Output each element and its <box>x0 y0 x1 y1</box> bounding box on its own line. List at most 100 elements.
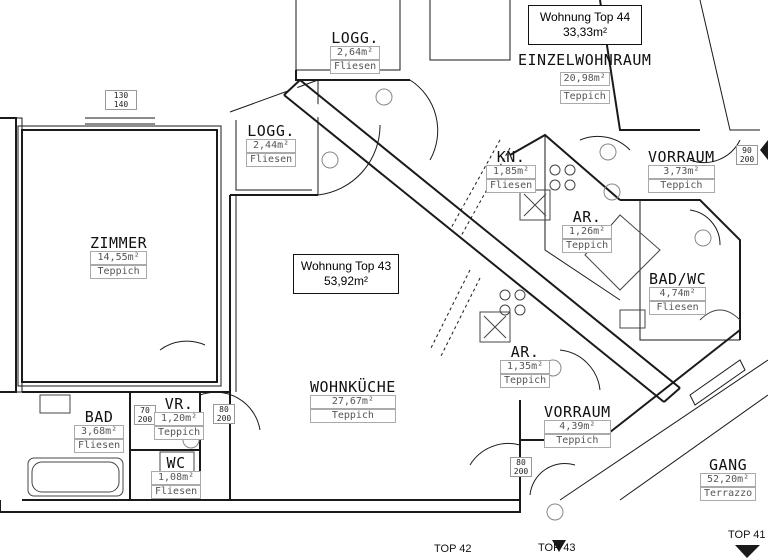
room-area: 1,26m² <box>562 225 613 239</box>
entry-arrow-top43 <box>552 540 566 552</box>
room-name: KN. <box>496 148 526 166</box>
window-tag-width: 130 <box>113 91 129 100</box>
room-area: 1,85m² <box>486 165 537 179</box>
label-top41: TOP 41 <box>728 529 766 541</box>
room-area: 3,68m² <box>74 425 125 439</box>
room-material: Fliesen <box>246 153 297 167</box>
window-tag-height: 140 <box>113 100 129 109</box>
room-vorraum1: VORRAUM 3,73m² Teppich <box>648 150 715 193</box>
gang-column <box>689 359 746 406</box>
room-vorraum2: VORRAUM 4,39m² Teppich <box>544 405 611 448</box>
light-kn <box>599 143 617 161</box>
light-logg1 <box>375 88 393 106</box>
room-bad: BAD 3,68m² Fliesen <box>74 408 125 453</box>
room-badwc: BAD/WC 4,74m² Fliesen <box>649 270 707 315</box>
room-zimmer: ZIMMER 14,55m² Teppich <box>90 236 148 279</box>
badwc-walls <box>620 199 741 340</box>
room-einzelwohnraum: EINZELWOHNRAUM 20,98m² Teppich <box>518 53 651 104</box>
room-ar1: AR. 1,26m² Teppich <box>562 210 613 253</box>
zimmer-walls <box>21 129 218 383</box>
door-arc-vr <box>199 391 261 431</box>
room-name: GANG <box>709 456 748 474</box>
room-kn: KN. 1,85m² Fliesen <box>486 148 537 193</box>
room-name: LOGG. <box>331 29 379 47</box>
entry-arrow-right <box>760 140 768 160</box>
left-wall <box>0 117 17 393</box>
room-area: 1,20m² <box>154 412 205 426</box>
room-material: Fliesen <box>151 485 202 499</box>
room-material: Fliesen <box>330 60 381 74</box>
light-entry <box>546 503 564 521</box>
room-name: VORRAUM <box>544 403 611 421</box>
door-tag-height: 200 <box>137 415 153 424</box>
bottom-wall <box>0 499 521 513</box>
room-name: BAD <box>84 408 114 426</box>
room-logg2: LOGG. 2,44m² Fliesen <box>246 122 297 167</box>
light-badwc <box>694 229 712 247</box>
room-logg1: LOGG. 2,64m² Fliesen <box>330 29 381 74</box>
room-material: Teppich <box>544 434 611 448</box>
unit-area: 33,33m² <box>562 25 608 39</box>
diagonal-wall <box>283 79 681 403</box>
room-area: 14,55m² <box>90 251 148 265</box>
room-wohnkueche: WOHNKÜCHE 27,67m² Teppich <box>310 380 396 423</box>
room-name: VR. <box>164 395 194 413</box>
unit-box-top44: Wohnung Top 44 33,33m² <box>528 5 642 45</box>
room-material: Teppich <box>562 239 613 253</box>
door-arc-logg1 <box>409 79 439 161</box>
room-material: Teppich <box>90 265 148 279</box>
washbasin-right <box>619 309 646 329</box>
window-tag: 130 140 <box>105 90 137 110</box>
room-material: Teppich <box>559 90 610 104</box>
zimmer-walls-outer <box>17 125 222 387</box>
room-wc: WC 1,08m² Fliesen <box>151 454 202 499</box>
room-material: Teppich <box>500 374 551 388</box>
door-arc-zimmer <box>159 340 206 351</box>
room-name: LOGG. <box>247 122 295 140</box>
door-arc-einzel <box>579 135 631 151</box>
unit-title: Wohnung Top 44 <box>539 10 631 24</box>
room-area: 1,35m² <box>500 360 551 374</box>
room-area: 52,20m² <box>700 473 757 487</box>
light-logg2 <box>321 151 339 169</box>
room-vr: VR. 1,20m² Teppich <box>154 395 205 440</box>
light-ar1 <box>603 183 621 201</box>
room-area: 2,44m² <box>246 139 297 153</box>
unit-area: 53,92m² <box>323 274 369 288</box>
room-material: Fliesen <box>649 301 707 315</box>
room-name: AR. <box>510 343 540 361</box>
room-name: BAD/WC <box>649 270 707 288</box>
door-tag-height: 200 <box>513 467 529 476</box>
bathtub-left <box>27 457 124 497</box>
door-tag-height: 200 <box>216 414 232 423</box>
room-material: Fliesen <box>486 179 537 193</box>
door-arc-logg2 <box>317 124 381 196</box>
door-arc-badwc <box>689 209 721 246</box>
room-name: WC <box>166 454 186 472</box>
room-area: 27,67m² <box>310 395 396 409</box>
sink-lower <box>479 311 511 343</box>
room-material: Terrazzo <box>700 487 757 501</box>
room-area: 4,39m² <box>544 420 611 434</box>
label-top42: TOP 42 <box>434 543 472 555</box>
label-top43: TOP 43 <box>538 542 576 554</box>
door-tag-width: 80 <box>516 458 526 467</box>
room-area: 1,08m² <box>151 471 202 485</box>
room-area: 3,73m² <box>648 165 715 179</box>
wc-right <box>699 309 741 321</box>
entry-arrow-top41 <box>735 545 760 558</box>
door-arc-vorraum2 <box>469 442 521 466</box>
room-gang: GANG 52,20m² Terrazzo <box>700 456 757 501</box>
room-material: Teppich <box>154 426 205 440</box>
door-arc-ar2 <box>559 349 601 391</box>
room-material: Teppich <box>648 179 715 193</box>
room-area: 4,74m² <box>649 287 707 301</box>
zimmer-window <box>85 117 155 125</box>
room-ar2: AR. 1,35m² Teppich <box>500 343 551 388</box>
room-material: Fliesen <box>74 439 125 453</box>
